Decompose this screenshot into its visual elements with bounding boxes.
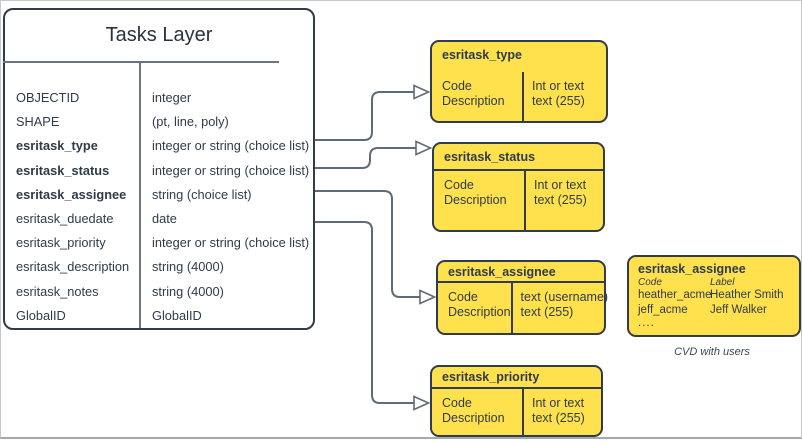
- arrowhead-icon: [419, 289, 437, 305]
- header-divider: [437, 281, 605, 283]
- domain-cell: Description: [444, 193, 507, 207]
- header-divider: [431, 387, 602, 389]
- table-row: esritask_type integer or string (choice …: [5, 134, 313, 158]
- domain-left-column: Code Description: [438, 283, 511, 333]
- title-divider: [3, 61, 279, 63]
- field-type: string (choice list): [152, 186, 252, 202]
- domain-body: Code Description Int or text text (255): [432, 389, 601, 435]
- field-type: integer or string (choice list): [152, 138, 310, 154]
- domain-cell: text (255): [520, 305, 574, 319]
- cvd-column-headers: Code Label: [629, 276, 799, 288]
- cvd-title: esritask_assignee: [638, 262, 746, 276]
- domain-right-column: Int or text text (255): [522, 72, 606, 121]
- connector-esritask-type: [315, 91, 414, 141]
- domain-title: esritask_status: [444, 150, 536, 164]
- cvd-label: Heather Smith: [710, 289, 784, 301]
- field-type: integer or string (choice list): [152, 162, 310, 178]
- domain-cell: Description: [442, 411, 505, 425]
- domain-cell: Int or text: [532, 79, 585, 93]
- table-row: esritask_duedate date: [5, 207, 313, 231]
- field-name: esritask_description: [16, 259, 130, 275]
- cvd-box-esritask-assignee: esritask_assignee Code Label heather_acm…: [627, 255, 801, 337]
- domain-cell: Description: [448, 305, 511, 319]
- domain-left-column: Code Description: [434, 171, 524, 230]
- domain-cell: text (255): [532, 411, 585, 425]
- field-name: esritask_assignee: [16, 186, 127, 202]
- field-name: esritask_notes: [16, 283, 99, 299]
- domain-body: Code Description text (username) text (2…: [438, 283, 608, 333]
- domain-box-esritask-assignee: esritask_assignee Code Description text …: [436, 260, 608, 335]
- connector-esritask-status: [315, 147, 416, 169]
- field-name: SHAPE: [16, 114, 60, 130]
- tasks-layer-title: Tasks Layer: [105, 23, 213, 46]
- domain-box-esritask-priority: esritask_priority Code Description Int o…: [430, 365, 603, 437]
- cvd-row: heather_acme Heather Smith: [629, 288, 799, 303]
- connector-esritask-priority: [315, 221, 414, 404]
- field-type: string (4000): [152, 283, 224, 299]
- domain-cell: text (255): [532, 94, 585, 108]
- domain-cell: Code: [444, 178, 474, 192]
- tasks-layer-table: Tasks Layer OBJECTID integer SHAPE (pt, …: [3, 8, 315, 330]
- cvd-ellipsis: ....: [638, 317, 655, 329]
- field-type: (pt, line, poly): [152, 114, 229, 130]
- cvd-caption: CVD with users: [674, 346, 750, 358]
- domain-left-column: Code Description: [432, 72, 522, 121]
- field-type: date: [152, 210, 177, 226]
- table-row: OBJECTID integer: [5, 86, 313, 110]
- domain-cell: Description: [442, 94, 505, 108]
- domain-box-esritask-status: esritask_status Code Description Int or …: [432, 142, 605, 232]
- domain-cell: Int or text: [534, 178, 587, 192]
- field-type: integer: [152, 90, 192, 105]
- field-name: esritask_type: [16, 138, 98, 154]
- domain-cell: text (username): [520, 290, 609, 304]
- domain-title: esritask_type: [442, 48, 522, 62]
- table-row: GlobalID GlobalID: [5, 304, 313, 328]
- domain-cell: Int or text: [532, 396, 585, 410]
- field-name: esritask_priority: [16, 235, 106, 251]
- field-name: OBJECTID: [16, 90, 80, 105]
- field-type: GlobalID: [152, 307, 202, 323]
- field-type: integer or string (choice list): [152, 235, 310, 251]
- table-row: SHAPE (pt, line, poly): [5, 110, 313, 134]
- header-divider: [433, 169, 604, 171]
- field-name: GlobalID: [16, 307, 66, 323]
- cvd-row: jeff_acme Jeff Walker: [629, 303, 799, 318]
- field-name: esritask_duedate: [16, 210, 114, 226]
- domain-cell: Code: [442, 79, 472, 93]
- cvd-code: jeff_acme: [638, 303, 688, 316]
- cvd-code-header: Code: [638, 277, 662, 288]
- domain-title: esritask_assignee: [448, 265, 556, 279]
- table-row: esritask_description string (4000): [5, 255, 313, 279]
- domain-left-column: Code Description: [432, 389, 522, 435]
- table-row: esritask_status integer or string (choic…: [5, 159, 313, 183]
- field-type: string (4000): [152, 259, 224, 275]
- arrowhead-icon: [415, 140, 433, 156]
- cvd-code: heather_acme: [638, 289, 712, 301]
- domain-body: Code Description Int or text text (255): [432, 72, 606, 121]
- domain-right-column: text (username) text (255): [510, 283, 609, 333]
- arrowhead-icon: [413, 395, 431, 411]
- domain-title: esritask_priority: [442, 370, 540, 384]
- arrowhead-icon: [413, 84, 431, 100]
- domain-cell: Code: [442, 396, 472, 410]
- field-name: esritask_status: [16, 162, 110, 178]
- field-rows: OBJECTID integer SHAPE (pt, line, poly) …: [5, 86, 313, 328]
- column-divider: [139, 63, 141, 328]
- domain-box-esritask-type: esritask_type Code Description Int or te…: [430, 40, 608, 123]
- domain-right-column: Int or text text (255): [522, 389, 601, 435]
- domain-right-column: Int or text text (255): [524, 171, 603, 230]
- table-row: esritask_notes string (4000): [5, 280, 313, 304]
- table-row: esritask_assignee string (choice list): [5, 183, 313, 207]
- domain-body: Code Description Int or text text (255): [434, 171, 603, 230]
- cvd-label: Jeff Walker: [710, 303, 767, 316]
- table-row: esritask_priority integer or string (cho…: [5, 231, 313, 255]
- domain-cell: text (255): [534, 193, 587, 207]
- domain-cell: Code: [448, 290, 478, 304]
- cvd-label-header: Label: [710, 277, 735, 288]
- connector-esritask-assignee: [315, 190, 420, 298]
